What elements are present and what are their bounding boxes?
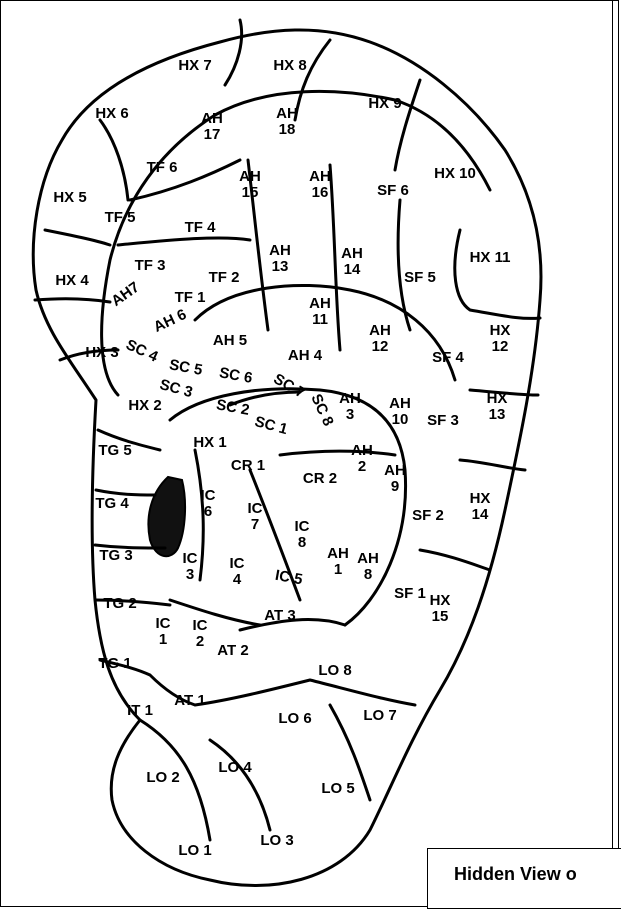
zone-label-sf5: SF 5 bbox=[404, 269, 436, 286]
zone-label-hx10: HX 10 bbox=[434, 165, 476, 182]
zone-label-lo7: LO 7 bbox=[363, 707, 396, 724]
zone-label-lo5: LO 5 bbox=[321, 780, 354, 797]
zone-label-tf6: TF 6 bbox=[147, 159, 178, 176]
zone-label-hx3: HX 3 bbox=[85, 344, 118, 361]
zone-label-tf5: TF 5 bbox=[105, 209, 136, 226]
zone-label-at2: AT 2 bbox=[217, 642, 248, 659]
zone-label-lo4: LO 4 bbox=[218, 759, 252, 776]
zone-label-ah7: AH7 bbox=[108, 279, 142, 310]
zone-label-hx1: HX 1 bbox=[193, 434, 226, 451]
zone-label-lo1: LO 1 bbox=[178, 842, 211, 859]
zone-label-ah5: AH 5 bbox=[213, 332, 247, 349]
zone-label-sf1: SF 1 bbox=[394, 585, 426, 602]
zone-label-sc8: SC 8 bbox=[307, 391, 337, 428]
zone-label-hx7: HX 7 bbox=[178, 57, 211, 74]
zone-label-hx8: HX 8 bbox=[273, 57, 306, 74]
zone-label-it1: IT 1 bbox=[127, 702, 153, 719]
zone-label-hx5: HX 5 bbox=[53, 189, 86, 206]
ear-canal-shape bbox=[148, 477, 185, 556]
zone-label-at3: AT 3 bbox=[264, 607, 295, 624]
zone-label-tf3: TF 3 bbox=[135, 257, 166, 274]
zone-label-sf3: SF 3 bbox=[427, 412, 459, 429]
zone-label-sc5: SC 5 bbox=[168, 356, 204, 379]
zone-label-at1: AT 1 bbox=[174, 692, 205, 709]
zone-label-lo8: LO 8 bbox=[318, 662, 351, 679]
zone-label-tg4: TG 4 bbox=[95, 495, 129, 512]
zone-label-hx4: HX 4 bbox=[55, 272, 89, 289]
zone-label-lo2: LO 2 bbox=[146, 769, 179, 786]
zone-label-sf2: SF 2 bbox=[412, 507, 444, 524]
zone-label-tg1: TG 1 bbox=[98, 655, 131, 672]
zone-label-hx9: HX 9 bbox=[368, 95, 401, 112]
zone-label-sc3: SC 3 bbox=[158, 376, 195, 401]
zone-label-ah6: AH 6 bbox=[151, 306, 189, 336]
zone-label-lo6: LO 6 bbox=[278, 710, 311, 727]
zone-label-tg5: TG 5 bbox=[98, 442, 131, 459]
zone-label-tf4: TF 4 bbox=[185, 219, 216, 236]
zone-label-tf2: TF 2 bbox=[209, 269, 240, 286]
caption-text: Hidden View o bbox=[454, 864, 577, 885]
zone-label-hx11: HX 11 bbox=[470, 249, 511, 266]
zone-label-sc1: SC 1 bbox=[253, 413, 290, 438]
zone-label-sc4: SC 4 bbox=[123, 336, 161, 366]
zone-label-cr1: CR 1 bbox=[231, 457, 265, 474]
zone-label-cr2: CR 2 bbox=[303, 470, 337, 487]
zone-label-sf6: SF 6 bbox=[377, 182, 409, 199]
zone-label-sf4: SF 4 bbox=[432, 349, 464, 366]
caption-box: Hidden View o bbox=[427, 848, 621, 909]
zone-label-tg2: TG 2 bbox=[103, 595, 136, 612]
zone-label-sc7: SC 7 bbox=[271, 370, 308, 401]
zone-label-tf1: TF 1 bbox=[175, 289, 206, 306]
zone-label-ic5: IC 5 bbox=[274, 567, 304, 589]
zone-label-lo3: LO 3 bbox=[260, 832, 293, 849]
zone-label-hx6: HX 6 bbox=[95, 105, 128, 122]
zone-labels: HX 7 HX 8 HX 9 HX 6 HX 10 HX 5 HX 11 HX 4 HX 3 HX… bbox=[53, 57, 510, 859]
zone-label-ah4: AH 4 bbox=[288, 347, 323, 364]
zone-label-hx2: HX 2 bbox=[128, 397, 161, 414]
zone-label-sc6: SC 6 bbox=[218, 364, 254, 387]
zone-label-tg3: TG 3 bbox=[99, 547, 132, 564]
